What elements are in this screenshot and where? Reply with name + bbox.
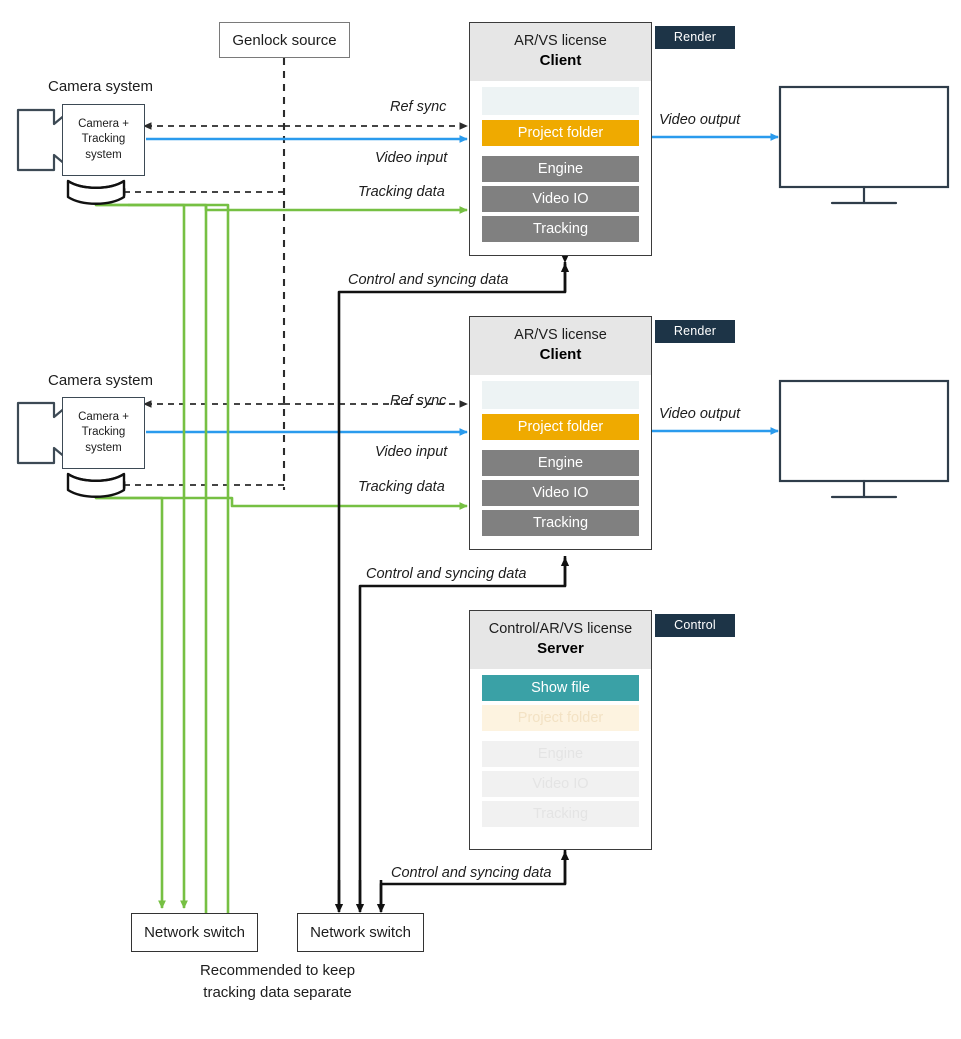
client-2-modules: Project folder Engine Video IO Tracking — [470, 375, 651, 549]
server-module-engine: Engine — [482, 740, 639, 767]
label-tracking-data-2: Tracking data — [358, 479, 445, 495]
label-video-input-2: Video input — [375, 444, 448, 460]
label-control-sync-1: Control and syncing data — [348, 272, 509, 288]
camera-1-line-3: system — [85, 148, 122, 161]
server-modules: Show file Project folder Engine Video IO… — [470, 669, 651, 840]
badge-render-1: Render — [655, 26, 735, 49]
tracker-puck-1 — [66, 179, 126, 205]
network-switch-tracking-label: Network switch — [144, 924, 245, 941]
label-video-input-1: Video input — [375, 150, 448, 166]
camera-system-2-caption: Camera system — [48, 372, 154, 389]
label-control-sync-2: Control and syncing data — [366, 566, 527, 582]
client-1-license: AR/VS license — [514, 33, 607, 49]
label-video-output-1: Video output — [659, 112, 741, 128]
server-module-video-io: Video IO — [482, 770, 639, 797]
monitor-1 — [778, 85, 950, 205]
client-2-role: Client — [539, 346, 582, 364]
client-1-module-tracking[interactable]: Tracking — [482, 215, 639, 242]
machine-server[interactable]: Control/AR/VS license Server Show file P… — [469, 610, 652, 850]
client-1-modules: Project folder Engine Video IO Tracking — [470, 81, 651, 255]
machine-client-1[interactable]: AR/VS license Client Project folder Engi… — [469, 22, 652, 256]
badge-control: Control — [655, 614, 735, 637]
network-switch-control-label: Network switch — [310, 924, 411, 941]
camera-icon-2 — [16, 401, 68, 465]
monitor-2 — [778, 379, 950, 499]
camera-system-1-caption: Camera system — [48, 78, 154, 95]
client-2-module-tracking[interactable]: Tracking — [482, 509, 639, 536]
client-1-module-blank — [482, 86, 639, 115]
client-2-module-project-folder[interactable]: Project folder — [482, 413, 639, 440]
camera-tracking-system-1[interactable]: Camera + Tracking system — [62, 104, 145, 176]
camera-2-line-1: Camera + — [78, 411, 129, 424]
client-1-header: AR/VS license Client — [470, 23, 651, 81]
tracking-separation-note: Recommended to keep tracking data separa… — [130, 960, 425, 1004]
note-line-1: Recommended to keep — [199, 962, 356, 979]
server-module-project-folder: Project folder — [482, 704, 639, 731]
camera-2-line-2: Tracking — [81, 426, 126, 439]
camera-2-line-3: system — [85, 441, 122, 454]
camera-1-line-2: Tracking — [81, 133, 126, 146]
server-role: Server — [537, 640, 584, 658]
label-ref-sync-2: Ref sync — [390, 393, 447, 409]
genlock-source-label: Genlock source — [232, 31, 337, 49]
client-1-module-project-folder[interactable]: Project folder — [482, 119, 639, 146]
badge-render-2: Render — [655, 320, 735, 343]
camera-icon-1 — [16, 108, 68, 172]
label-tracking-data-1: Tracking data — [358, 184, 445, 200]
client-2-license: AR/VS license — [514, 327, 607, 343]
client-1-module-engine[interactable]: Engine — [482, 155, 639, 182]
camera-tracking-system-2[interactable]: Camera + Tracking system — [62, 397, 145, 469]
client-1-module-video-io[interactable]: Video IO — [482, 185, 639, 212]
server-module-tracking: Tracking — [482, 800, 639, 827]
machine-client-2[interactable]: AR/VS license Client Project folder Engi… — [469, 316, 652, 550]
client-2-module-blank — [482, 380, 639, 409]
tracker-puck-2 — [66, 472, 126, 498]
server-license: Control/AR/VS license — [488, 621, 633, 637]
label-video-output-2: Video output — [659, 406, 741, 422]
client-2-module-video-io[interactable]: Video IO — [482, 479, 639, 506]
camera-1-line-1: Camera + — [78, 118, 129, 131]
label-ref-sync-1: Ref sync — [390, 99, 447, 115]
client-1-role: Client — [539, 52, 582, 70]
network-switch-control[interactable]: Network switch — [297, 913, 424, 952]
client-2-header: AR/VS license Client — [470, 317, 651, 375]
genlock-source-box[interactable]: Genlock source — [219, 22, 350, 58]
label-control-sync-3: Control and syncing data — [391, 865, 552, 881]
note-line-2: tracking data separate — [203, 983, 352, 1001]
server-header: Control/AR/VS license Server — [470, 611, 651, 669]
network-switch-tracking[interactable]: Network switch — [131, 913, 258, 952]
server-module-show-file[interactable]: Show file — [482, 674, 639, 701]
client-2-module-engine[interactable]: Engine — [482, 449, 639, 476]
